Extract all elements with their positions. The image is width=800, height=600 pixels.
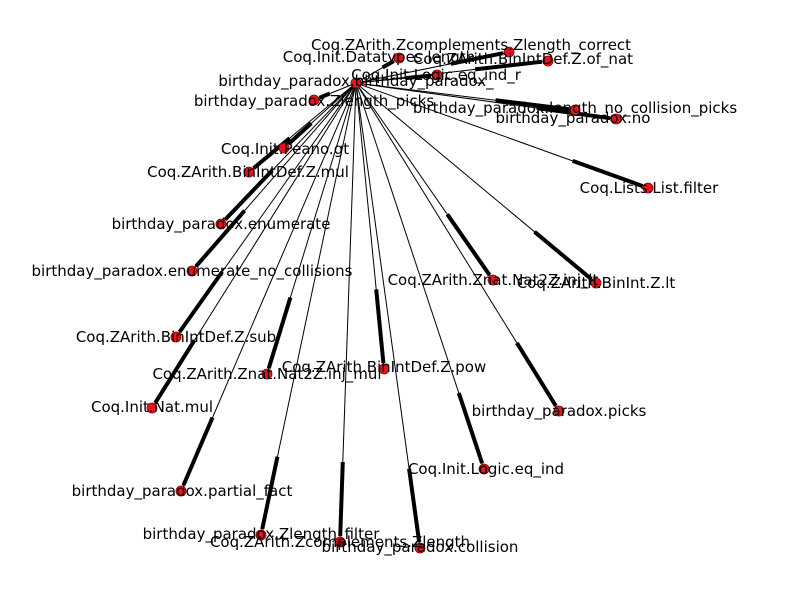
graph-node: [590, 277, 602, 289]
node-label: Coq.Lists.List.filter: [580, 179, 719, 197]
graph-node: [308, 94, 320, 106]
edge-arrow-n24: [407, 468, 422, 543]
node-label: Coq.ZArith.BinIntDef.Z.sub: [76, 328, 276, 346]
graph-node: [175, 485, 187, 497]
graph-node: [414, 542, 426, 554]
node-label: birthday_paradox.Zlength_picks: [194, 92, 435, 111]
node-label: Coq.Init.Peano.gt: [221, 140, 349, 158]
graph-node: [487, 274, 499, 286]
node-label: birthday_paradox.no: [496, 109, 651, 128]
edge-arrow-n5: [318, 91, 331, 100]
node-label: Coq.Init.Logic.eq_ind_r: [351, 66, 522, 85]
edge-arrow-n8: [287, 121, 313, 146]
graph-node: [146, 402, 158, 414]
node-label: birthday_paradox.enumerate_no_collisions: [32, 262, 353, 281]
node-label: Coq.ZArith.Znat.Nat2Z.inj_lt: [388, 271, 599, 290]
node-label: Coq.ZArith.Zcomplements.Zlength: [210, 533, 470, 551]
edges-layer: [151, 51, 649, 549]
edge-arrow-n18: [153, 339, 197, 404]
center-node: [350, 77, 362, 89]
node-label: birthday_paradox.partial_fact: [72, 482, 293, 501]
edge-arrow-n11: [223, 169, 274, 222]
graph-node: [569, 104, 581, 116]
edge-arrow-n3: [474, 59, 543, 72]
node-label: Coq.Init.Logic.eq_ind: [408, 460, 564, 479]
node-label: birthday_paradox.collision: [322, 538, 519, 557]
node-label: Coq.ZArith.Znat.Nat2Z.inj_mul: [152, 365, 381, 384]
edge-arrow-n10: [572, 159, 644, 188]
graph-node: [170, 331, 182, 343]
edge-arrow-n1: [450, 51, 504, 66]
edge-arrow-n2: [381, 59, 395, 70]
graph-node: [243, 166, 255, 178]
node-label: birthday_paradox.picks: [472, 402, 647, 421]
nodes-layer: [146, 46, 654, 554]
graph-node: [503, 46, 515, 58]
graph-node: [610, 113, 622, 125]
node-label: birthday_paradox.length_no_collision_pic…: [413, 99, 738, 118]
graph-node: [261, 368, 273, 380]
edge-arrow-n4: [406, 73, 432, 81]
edge-arrow-n6: [495, 98, 570, 112]
edge-arrow-n17: [266, 296, 293, 369]
graph-node: [215, 218, 227, 230]
graph-node: [553, 405, 565, 417]
graph-node: [431, 69, 443, 81]
node-label: birthday_paradox.Zlength_filter: [143, 525, 381, 544]
node-label: birthday_paradox.enumerate: [112, 215, 331, 234]
node-label: Coq.Init.Datatypes.length: [283, 48, 475, 66]
graph-node: [542, 55, 554, 67]
labels-layer: birthday_paradox.birthday_paradox_ Coq.ZA…: [32, 36, 738, 557]
node-label: Coq.ZArith.BinIntDef.Z.pow: [282, 358, 487, 376]
edge-arrow-n12: [194, 209, 247, 268]
edge-arrow-n23: [338, 461, 345, 537]
edge-arrow-n15: [177, 270, 224, 334]
graph-node: [334, 536, 346, 548]
graph-node: [255, 529, 267, 541]
edge-arrow-n16: [374, 289, 386, 364]
node-label: Coq.ZArith.BinIntDef.Z.mul: [147, 163, 349, 181]
edge-arrow-n14: [533, 230, 593, 281]
node-label: Coq.ZArith.Zcomplements.Zlength_correct: [311, 36, 631, 55]
edge-arrow-n19: [515, 341, 558, 407]
graph-node: [186, 265, 198, 277]
edge-arrow-n22: [260, 456, 280, 530]
graph-node: [478, 463, 490, 475]
node-label: birthday_paradox.birthday_paradox_: [218, 72, 494, 91]
edge-arrow-n20: [456, 392, 485, 464]
graph-node: [642, 182, 654, 194]
edge-arrow-n21: [181, 416, 215, 487]
node-label: Coq.Init.Nat.mul: [91, 398, 213, 416]
graph-node: [393, 52, 405, 64]
node-label: Coq.ZArith.BinInt.Z.lt: [517, 274, 676, 292]
graph-node: [278, 142, 290, 154]
graph-node: [378, 363, 390, 375]
edge-arrow-n13: [445, 213, 492, 277]
node-label: Coq.ZArith.BinIntDef.Z.of_nat: [413, 50, 633, 69]
